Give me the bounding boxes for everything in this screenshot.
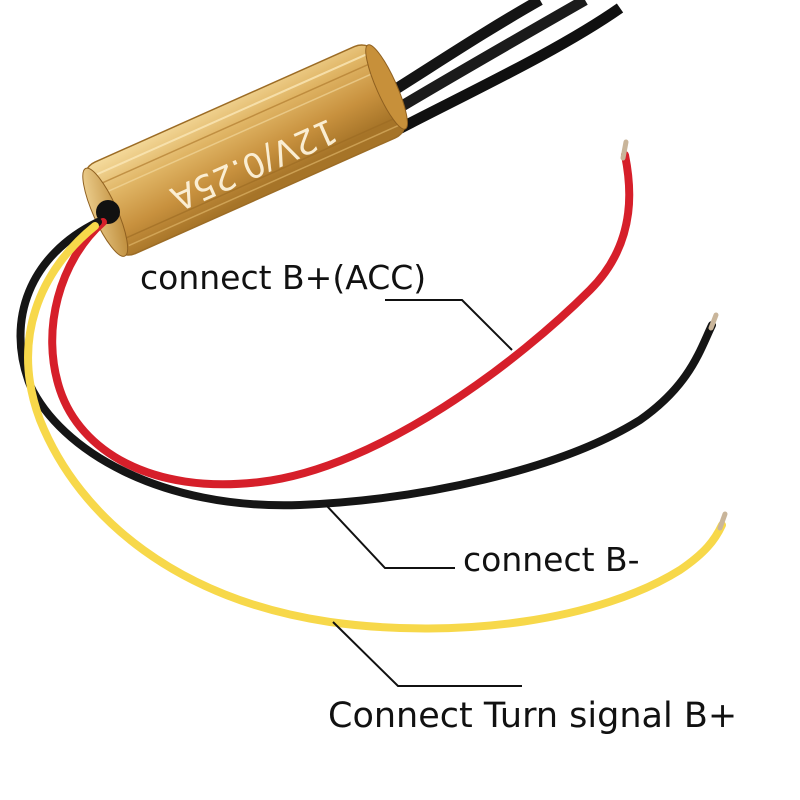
black-wire-tip (708, 312, 719, 331)
leader-line-acc (385, 299, 513, 351)
top-cables (369, 0, 624, 137)
yellow-wire-tip (717, 511, 728, 531)
yellow-wire (24, 222, 726, 633)
red-wire (48, 151, 634, 489)
label-connect-acc: connect B+(ACC) (140, 258, 427, 297)
red-wire-tip (620, 139, 629, 161)
leader-line-bneg (325, 504, 455, 569)
leader-line-turn (332, 621, 522, 687)
label-connect-turn-signal: Connect Turn signal B+ (328, 696, 738, 736)
resistor-housing (82, 44, 408, 257)
cable-grommet (96, 200, 120, 224)
black-wire (16, 218, 716, 510)
label-connect-b-minus: connect B- (463, 540, 640, 579)
